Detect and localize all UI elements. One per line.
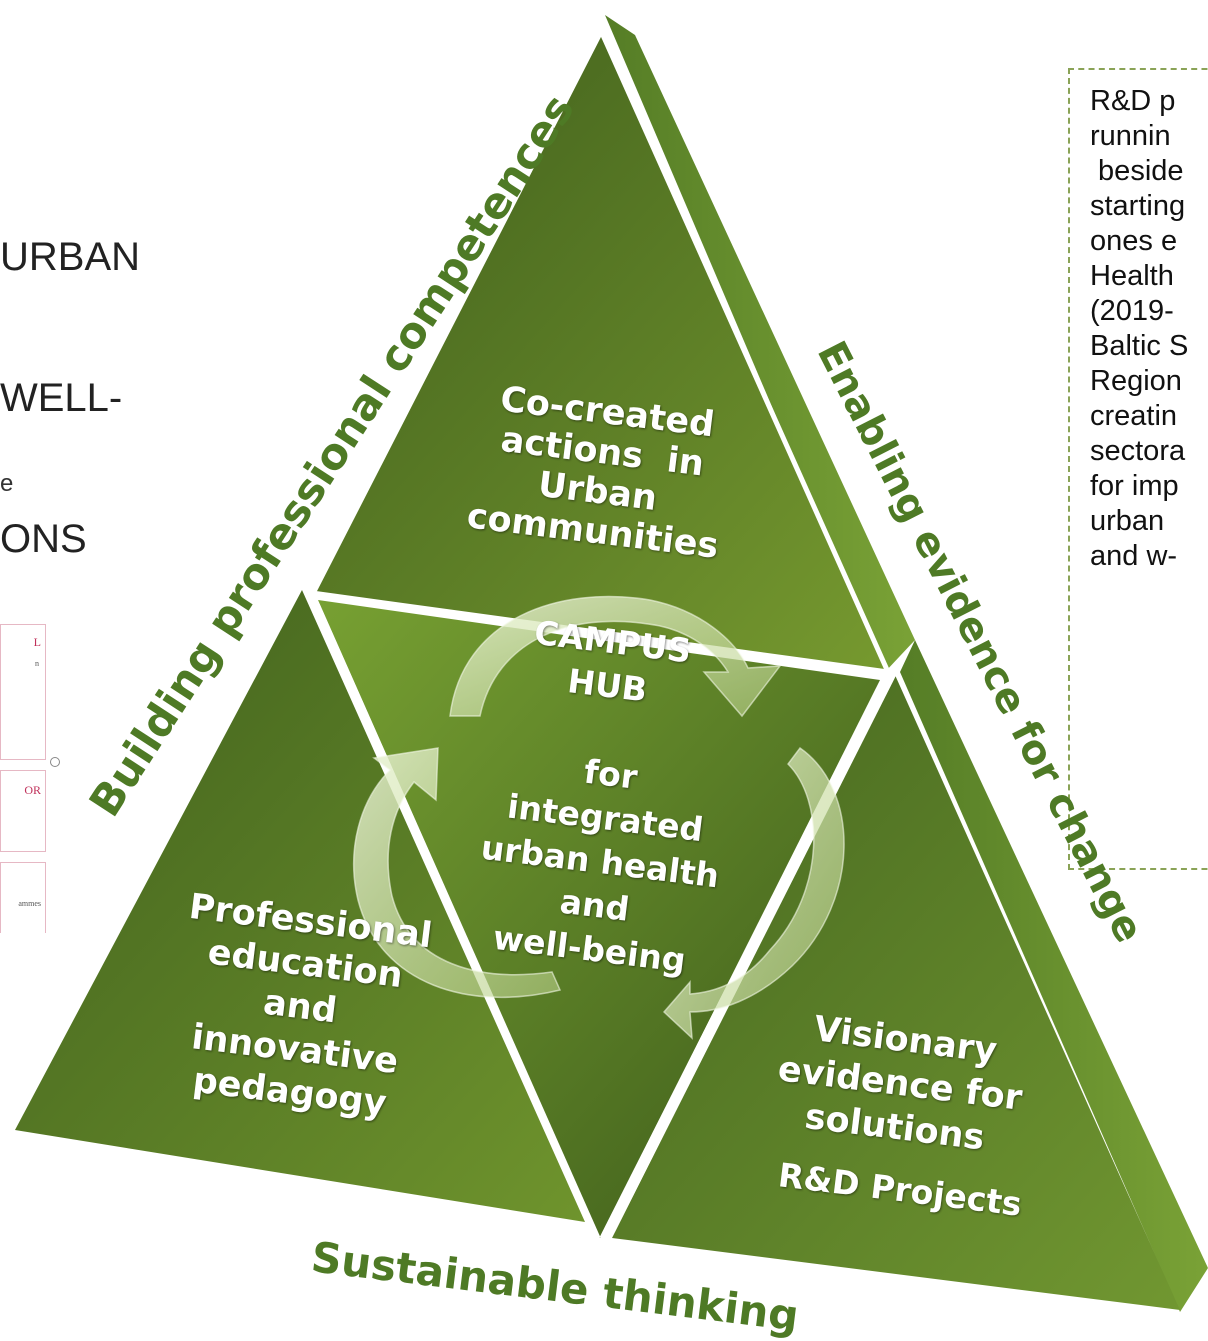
background-title-line-3: ONS	[0, 517, 87, 561]
right-side-face	[900, 640, 1208, 1312]
background-fragment: e	[0, 470, 14, 497]
top-triangle	[315, 35, 885, 670]
campus-hub-subtitle: for integrated urban health and well-bei…	[478, 751, 722, 981]
top-side-face	[605, 15, 915, 672]
doc-card-3: ammes	[0, 862, 46, 933]
arrow-right-icon	[662, 746, 845, 1040]
background-title: URBAN WELL- ONS	[0, 140, 140, 657]
cycle-arrows	[352, 595, 845, 1040]
left-triangle-label: Professional education and innovative pe…	[186, 886, 435, 1125]
doc-card-1-label: L	[33, 635, 41, 649]
left-triangle	[15, 590, 585, 1222]
doc-card-2-label: OR	[24, 783, 41, 797]
arrow-top-icon	[449, 595, 782, 718]
note-text: R&D p runnin beside starting ones e Heal…	[1090, 85, 1189, 572]
doc-card-3-text: ammes	[18, 899, 41, 908]
separator-lines	[309, 31, 897, 1242]
resize-handle[interactable]	[50, 757, 60, 767]
right-triangle	[612, 675, 1180, 1310]
arrow-left-icon	[352, 747, 562, 999]
doc-card-1: L n	[0, 624, 46, 760]
background-title-line-1: URBAN	[0, 235, 141, 279]
note-box	[1068, 68, 1208, 870]
doc-card-1-text: n	[35, 659, 39, 668]
doc-card-2: OR	[0, 770, 46, 852]
background-title-line-2: WELL-	[0, 376, 123, 420]
center-triangle	[318, 600, 880, 1238]
